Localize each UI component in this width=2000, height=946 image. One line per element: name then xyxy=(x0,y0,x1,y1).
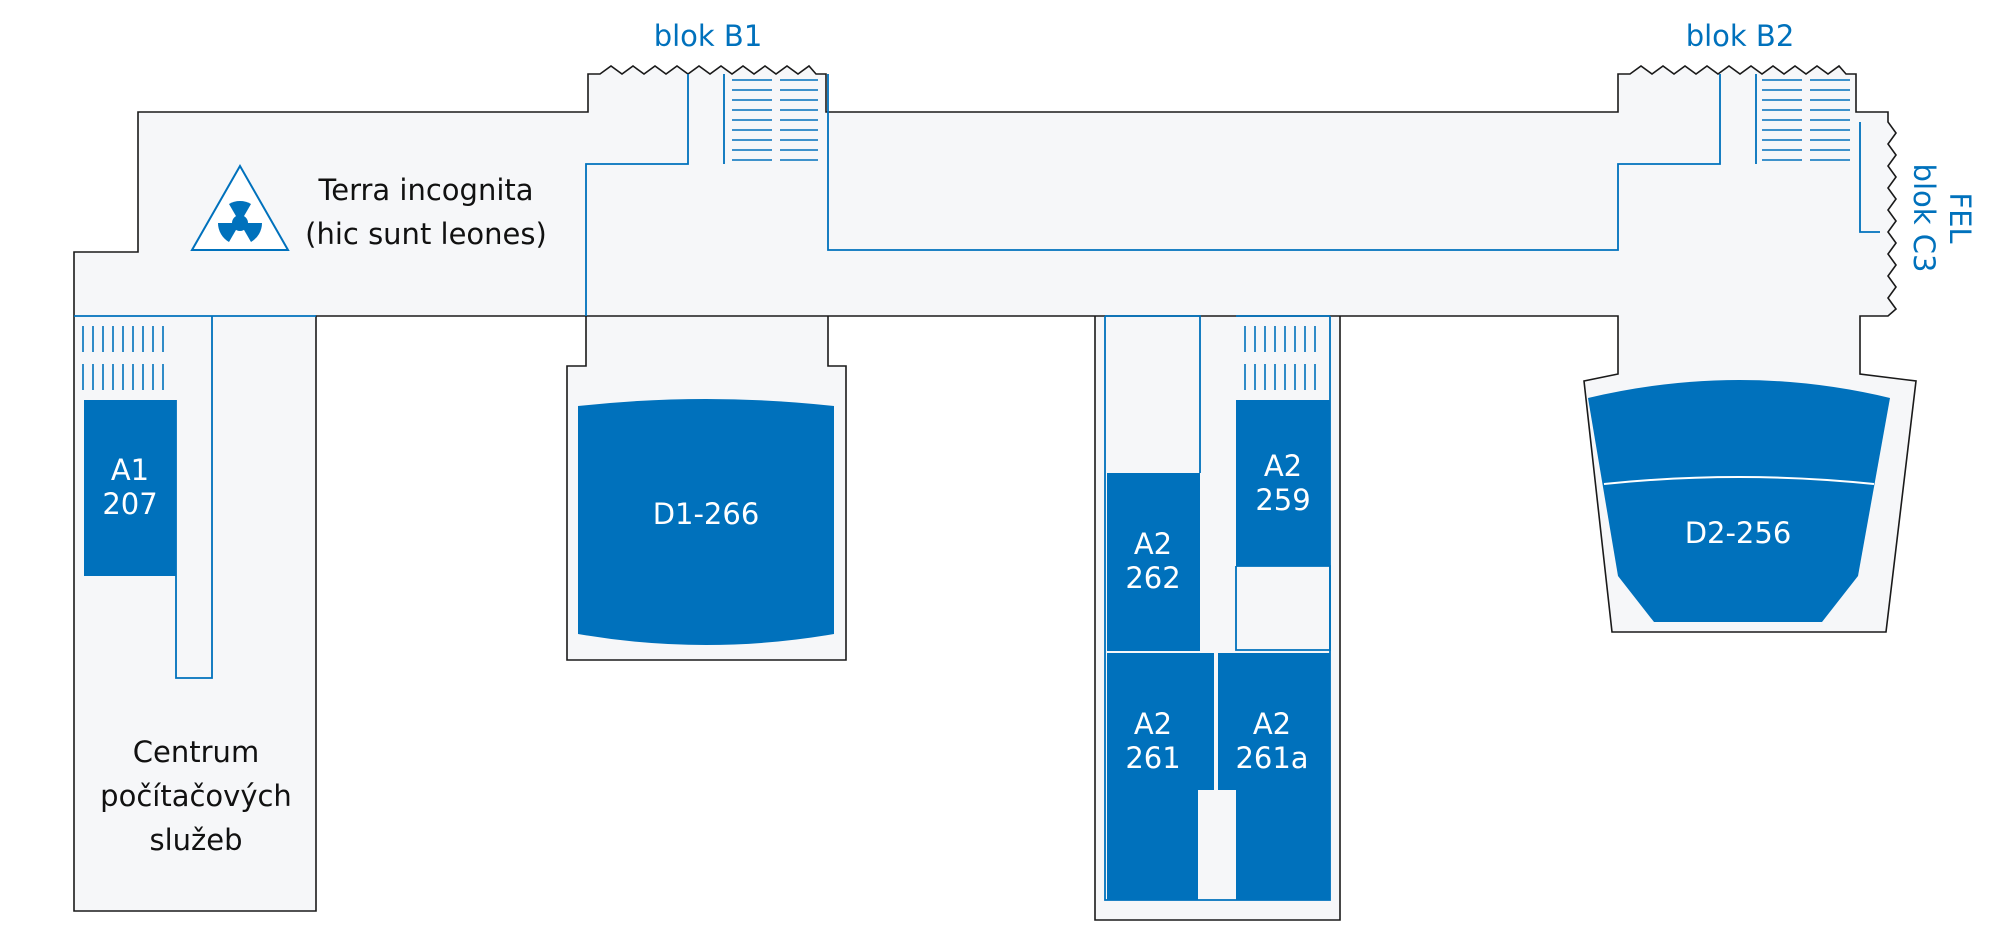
fel-label: FEL xyxy=(1943,192,1977,243)
room-d2-256-label: D2-256 xyxy=(1685,516,1792,550)
room-a2-261-line1: A2 xyxy=(1134,707,1172,741)
stairs-b2 xyxy=(1762,79,1850,161)
room-a2-262-line1: A2 xyxy=(1134,527,1172,561)
room-a2-259-line1: A2 xyxy=(1264,449,1302,483)
room-a2-262[interactable]: A2 262 xyxy=(1107,473,1200,651)
interior-lines xyxy=(74,74,1880,901)
floor-outline xyxy=(73,64,1917,921)
room-a2-261a[interactable]: A2 261a xyxy=(1218,653,1330,900)
room-d1-266-label: D1-266 xyxy=(653,497,760,531)
room-a2-259-line2: 259 xyxy=(1255,483,1310,517)
blok-b1-label[interactable]: blok B1 xyxy=(654,19,763,53)
blok-c3-label-group[interactable]: FEL blok C3 xyxy=(1907,164,1977,273)
centrum-label-line1: Centrum xyxy=(133,735,259,769)
stairs-a2 xyxy=(1244,326,1316,390)
blok-c3-label: blok C3 xyxy=(1907,164,1941,273)
room-d1-266[interactable]: D1-266 xyxy=(578,399,834,645)
room-a2-261a-line1: A2 xyxy=(1253,707,1291,741)
centrum-label-line2: počítačových xyxy=(100,779,292,813)
terra-incognita-label: Terra incognita xyxy=(317,173,533,207)
stairs-a1 xyxy=(82,326,164,390)
room-a2-261[interactable]: A2 261 xyxy=(1107,653,1214,900)
corridor-main xyxy=(73,64,1917,921)
blok-b2-label[interactable]: blok B2 xyxy=(1686,19,1795,53)
room-d2-256[interactable]: D2-256 xyxy=(1588,380,1890,622)
room-a2-262-line2: 262 xyxy=(1125,561,1180,595)
centrum-label-line3: služeb xyxy=(149,823,242,857)
terra-incognita-sublabel: (hic sunt leones) xyxy=(305,217,547,251)
room-a1-207-line1: A1 xyxy=(111,453,149,487)
room-a1-207-line2: 207 xyxy=(102,487,157,521)
room-a2-259[interactable]: A2 259 xyxy=(1236,400,1330,566)
radiation-warning-icon xyxy=(190,163,290,251)
room-a2-261a-line2: 261a xyxy=(1235,741,1308,775)
room-a1-207[interactable]: A1 207 xyxy=(84,400,176,576)
room-a2-261-line2: 261 xyxy=(1125,741,1180,775)
stairs-b1 xyxy=(732,79,818,161)
